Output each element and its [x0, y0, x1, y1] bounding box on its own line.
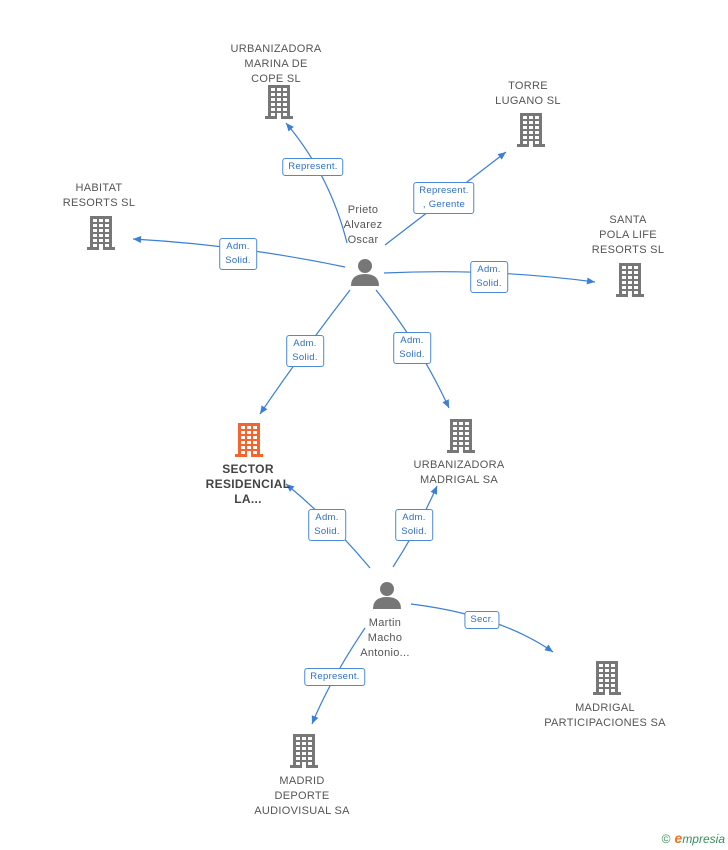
brand-name: mpresia: [682, 832, 725, 846]
arrowhead: [544, 644, 553, 652]
arrowhead: [133, 235, 142, 243]
arrowhead: [442, 399, 449, 408]
node-label-prieto[interactable]: Prieto Alvarez Oscar: [343, 204, 383, 246]
person-icon[interactable]: [373, 582, 401, 609]
building-icon[interactable]: [87, 216, 115, 250]
building-icon[interactable]: [447, 419, 475, 453]
building-icon[interactable]: [290, 734, 318, 768]
node-label-santa-pola[interactable]: SANTA POLA LIFE RESORTS SL: [591, 214, 665, 256]
building-icon[interactable]: [265, 85, 293, 119]
edge-label[interactable]: Adm. Solid.: [286, 335, 324, 367]
building-icon[interactable]: [593, 661, 621, 695]
edge-label[interactable]: Represent.: [282, 158, 344, 176]
arrowhead: [311, 715, 319, 724]
footer-brand: ©empresia: [662, 830, 725, 846]
edge-label[interactable]: Adm. Solid.: [470, 261, 508, 293]
node-label-torre-lugano[interactable]: TORRE LUGANO SL: [495, 80, 561, 107]
edge-label[interactable]: Adm. Solid.: [393, 332, 431, 364]
node-label-madrigal-participaciones[interactable]: MADRIGAL PARTICIPACIONES SA: [544, 702, 666, 729]
building-icon[interactable]: [235, 423, 263, 457]
node-label-urbanizadora-marina[interactable]: URBANIZADORA MARINA DE COPE SL: [230, 43, 322, 85]
edge-label[interactable]: Secr.: [464, 611, 500, 629]
person-icon[interactable]: [351, 259, 379, 286]
arrowhead: [497, 152, 506, 160]
node-label-martin[interactable]: Martin Macho Antonio...: [360, 617, 410, 659]
arrowhead: [260, 405, 268, 414]
edge-label[interactable]: Represent. , Gerente: [413, 182, 475, 214]
arrowhead: [286, 484, 295, 492]
arrowhead: [286, 123, 294, 132]
edge-label[interactable]: Adm. Solid.: [308, 509, 346, 541]
edge-prieto-to-urbanizadora-marina: [285, 122, 348, 244]
node-label-urbanizadora-madrigal[interactable]: URBANIZADORA MADRIGAL SA: [413, 459, 505, 486]
brand-initial: e: [674, 830, 683, 846]
building-icon[interactable]: [517, 113, 545, 147]
arrowhead: [430, 486, 438, 495]
edge-label[interactable]: Represent.: [304, 668, 366, 686]
node-label-madrid-deporte[interactable]: MADRID DEPORTE AUDIOVISUAL SA: [254, 775, 350, 817]
copyright-symbol: ©: [661, 832, 671, 846]
arrowhead: [586, 277, 595, 285]
node-label-habitat-resorts[interactable]: HABITAT RESORTS SL: [62, 182, 136, 209]
building-icon[interactable]: [616, 263, 644, 297]
edge-label[interactable]: Adm. Solid.: [219, 238, 257, 270]
edge-label[interactable]: Adm. Solid.: [395, 509, 433, 541]
node-label-sector-residencial[interactable]: SECTOR RESIDENCIAL LA...: [205, 462, 291, 506]
